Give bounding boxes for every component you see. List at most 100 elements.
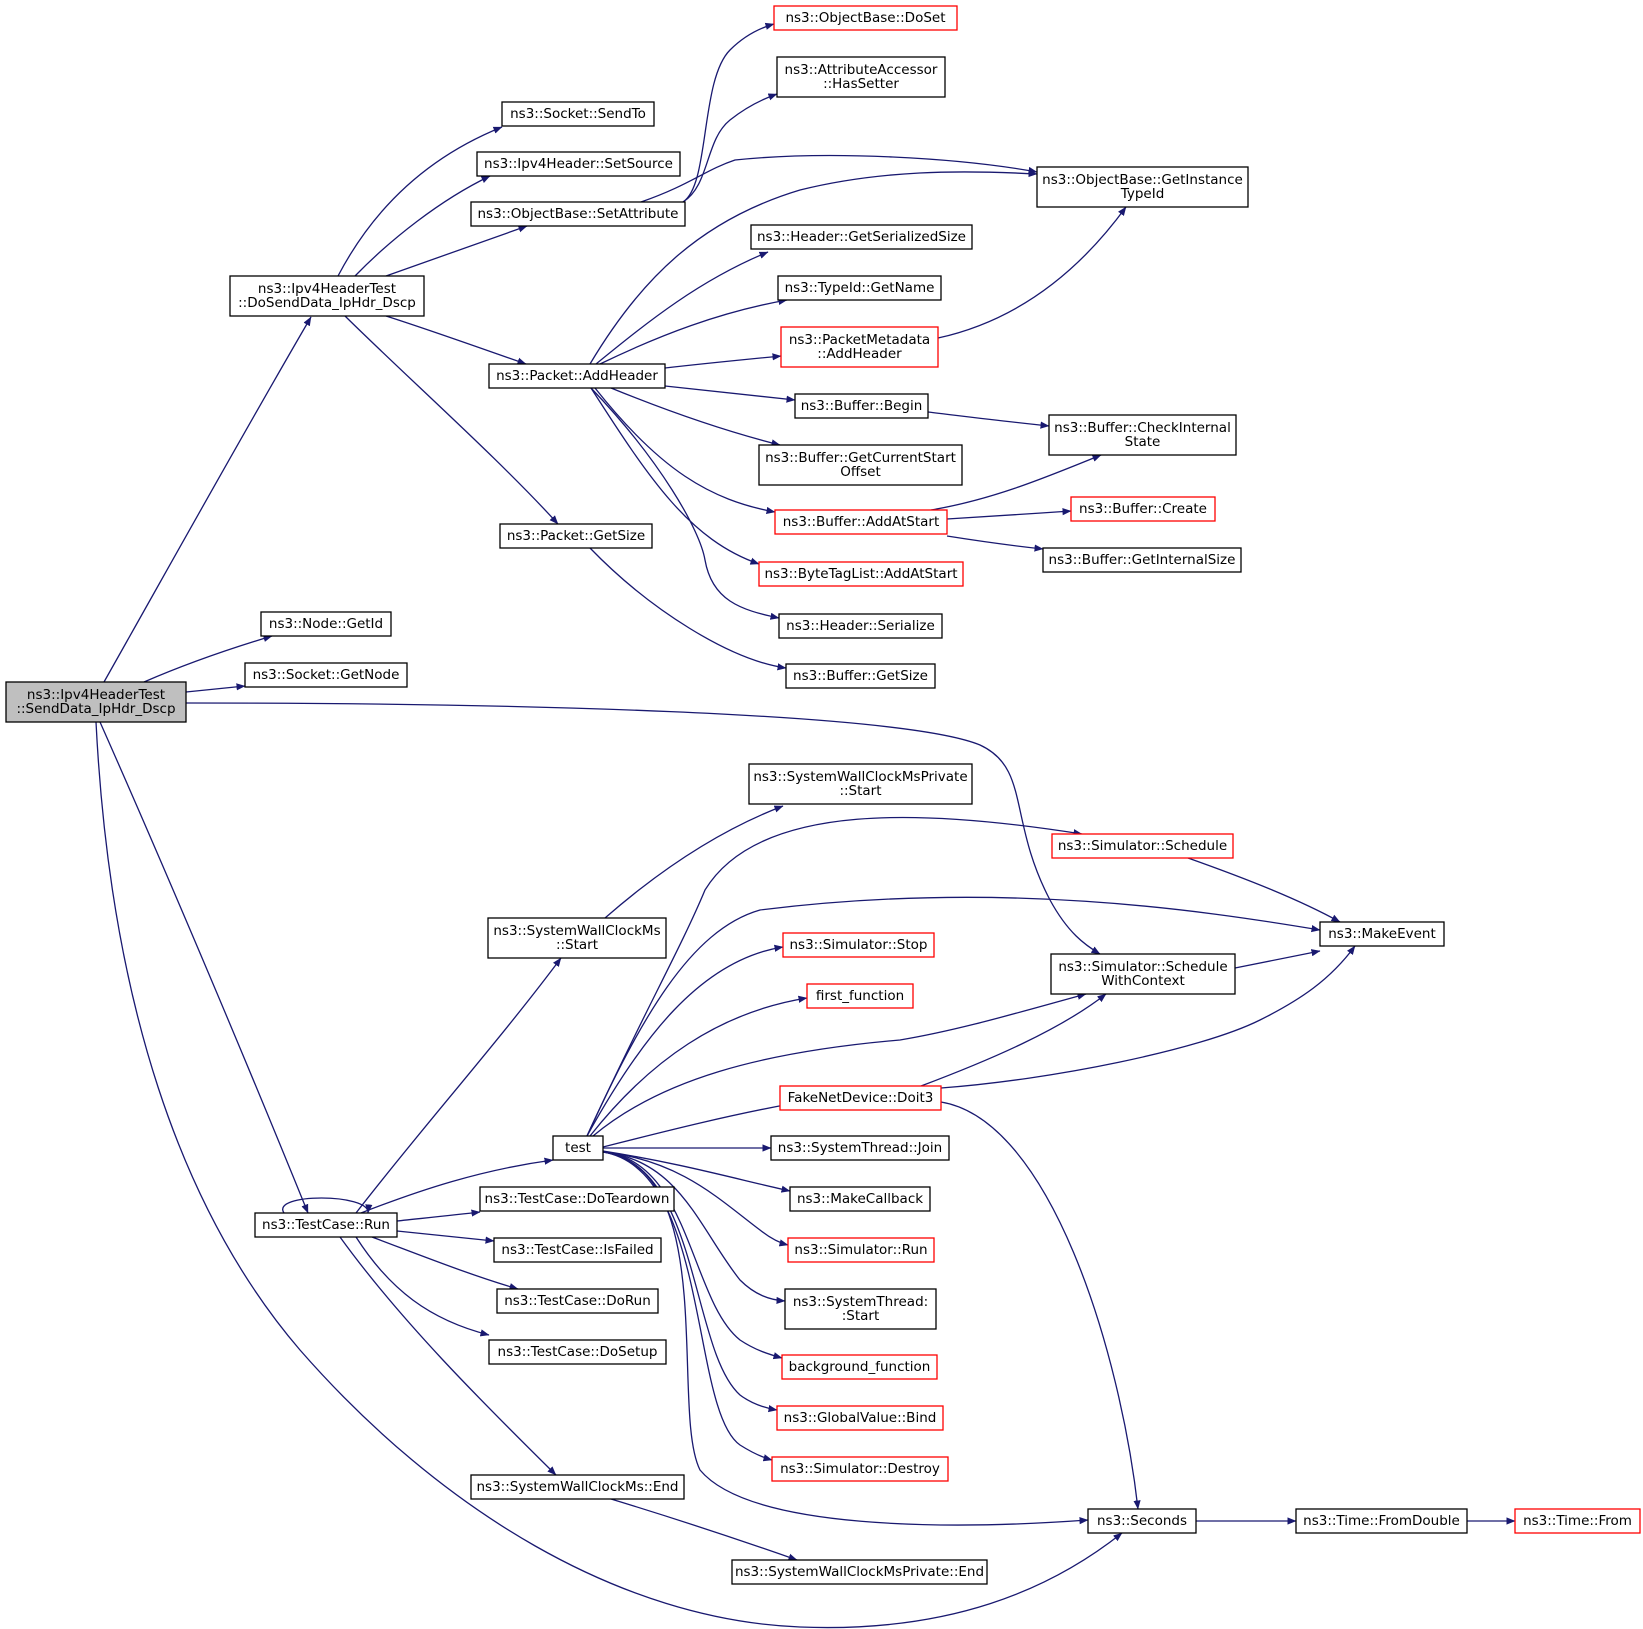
node-setAttr[interactable]: ns3::ObjectBase::SetAttribute bbox=[470, 201, 686, 227]
node-doSet[interactable]: ns3::ObjectBase::DoSet bbox=[773, 5, 958, 31]
node-gvBind[interactable]: ns3::GlobalValue::Bind bbox=[776, 1405, 944, 1431]
node-box[interactable] bbox=[773, 5, 958, 31]
node-nodeGetId[interactable]: ns3::Node::GetId bbox=[260, 611, 392, 637]
node-seconds[interactable]: ns3::Seconds bbox=[1087, 1508, 1197, 1534]
node-box[interactable] bbox=[1319, 921, 1445, 947]
node-box[interactable] bbox=[776, 1405, 944, 1431]
node-box[interactable] bbox=[758, 561, 964, 587]
node-swcmStart[interactable]: ns3::SystemWallClockMs::Start bbox=[487, 917, 667, 959]
node-sendTo[interactable]: ns3::Socket::SendTo bbox=[501, 101, 655, 127]
node-getInternalSize[interactable]: ns3::Buffer::GetInternalSize bbox=[1042, 547, 1242, 573]
node-doRun[interactable]: ns3::TestCase::DoRun bbox=[496, 1288, 659, 1314]
node-box[interactable] bbox=[1514, 1508, 1641, 1534]
node-getSerSize[interactable]: ns3::Header::GetSerializedSize bbox=[750, 224, 973, 250]
node-box[interactable] bbox=[777, 275, 942, 301]
node-bgFn[interactable]: background_function bbox=[781, 1354, 938, 1380]
node-swcmEnd[interactable]: ns3::SystemWallClockMs::End bbox=[470, 1474, 685, 1500]
node-box[interactable] bbox=[789, 1186, 931, 1212]
node-simStop[interactable]: ns3::Simulator::Stop bbox=[782, 932, 935, 958]
node-box[interactable] bbox=[470, 201, 686, 227]
node-box[interactable] bbox=[1048, 414, 1237, 456]
node-hdrSerialize[interactable]: ns3::Header::Serialize bbox=[778, 613, 943, 639]
node-stStart[interactable]: ns3::SystemThread::Start bbox=[784, 1288, 937, 1330]
node-box[interactable] bbox=[493, 1237, 662, 1263]
node-box[interactable] bbox=[779, 1085, 942, 1111]
node-fromDouble[interactable]: ns3::Time::FromDouble bbox=[1295, 1508, 1468, 1534]
node-box[interactable] bbox=[488, 1339, 667, 1365]
node-box[interactable] bbox=[785, 663, 936, 689]
node-doSend[interactable]: ns3::Ipv4HeaderTest::DoSendData_IpHdr_Ds… bbox=[229, 275, 425, 317]
node-box[interactable] bbox=[1051, 833, 1234, 859]
node-sockGetNode[interactable]: ns3::Socket::GetNode bbox=[244, 662, 408, 688]
node-box[interactable] bbox=[1070, 496, 1216, 522]
node-simRun[interactable]: ns3::Simulator::Run bbox=[787, 1237, 935, 1263]
node-test[interactable]: test bbox=[552, 1135, 604, 1161]
node-box[interactable] bbox=[488, 363, 666, 389]
node-stJoin[interactable]: ns3::SystemThread::Join bbox=[770, 1135, 950, 1161]
node-box[interactable] bbox=[806, 983, 914, 1009]
node-box[interactable] bbox=[750, 224, 973, 250]
node-swcpEnd[interactable]: ns3::SystemWallClockMsPrivate::End bbox=[731, 1559, 988, 1585]
node-doSetup[interactable]: ns3::TestCase::DoSetup bbox=[488, 1339, 667, 1365]
node-makeEvent[interactable]: ns3::MakeEvent bbox=[1319, 921, 1445, 947]
node-box[interactable] bbox=[782, 932, 935, 958]
node-firstFn[interactable]: first_function bbox=[806, 983, 914, 1009]
node-tcRun[interactable]: ns3::TestCase::Run bbox=[254, 1212, 398, 1238]
node-box[interactable] bbox=[479, 1186, 675, 1212]
node-pmAddHeader[interactable]: ns3::PacketMetadata::AddHeader bbox=[780, 326, 939, 368]
node-box[interactable] bbox=[781, 1354, 938, 1380]
node-addAtStart[interactable]: ns3::Buffer::AddAtStart bbox=[774, 509, 948, 535]
node-swcpStart[interactable]: ns3::SystemWallClockMsPrivate::Start bbox=[748, 763, 973, 805]
node-simSchedule[interactable]: ns3::Simulator::Schedule bbox=[1051, 833, 1234, 859]
node-box[interactable] bbox=[780, 326, 939, 368]
node-timeFrom[interactable]: ns3::Time::From bbox=[1514, 1508, 1641, 1534]
node-box[interactable] bbox=[770, 1135, 950, 1161]
node-box[interactable] bbox=[5, 681, 187, 723]
node-root[interactable]: ns3::Ipv4HeaderTest::SendData_IpHdr_Dscp bbox=[5, 681, 187, 723]
node-box[interactable] bbox=[1042, 547, 1242, 573]
node-box[interactable] bbox=[496, 1288, 659, 1314]
node-box[interactable] bbox=[244, 662, 408, 688]
node-box[interactable] bbox=[260, 611, 392, 637]
node-box[interactable] bbox=[758, 444, 963, 486]
node-box[interactable] bbox=[794, 393, 929, 419]
node-getName[interactable]: ns3::TypeId::GetName bbox=[777, 275, 942, 301]
node-box[interactable] bbox=[476, 151, 681, 177]
node-box[interactable] bbox=[731, 1559, 988, 1585]
node-box[interactable] bbox=[1295, 1508, 1468, 1534]
node-doTeardown[interactable]: ns3::TestCase::DoTeardown bbox=[479, 1186, 675, 1212]
node-bufBegin[interactable]: ns3::Buffer::Begin bbox=[794, 393, 929, 419]
node-box[interactable] bbox=[1050, 953, 1236, 995]
node-box[interactable] bbox=[774, 509, 948, 535]
node-doit3[interactable]: FakeNetDevice::Doit3 bbox=[779, 1085, 942, 1111]
node-isFailed[interactable]: ns3::TestCase::IsFailed bbox=[493, 1237, 662, 1263]
node-box[interactable] bbox=[778, 613, 943, 639]
node-hasSetter[interactable]: ns3::AttributeAccessor::HasSetter bbox=[776, 56, 946, 98]
node-box[interactable] bbox=[487, 917, 667, 959]
node-box[interactable] bbox=[470, 1474, 685, 1500]
node-box[interactable] bbox=[501, 101, 655, 127]
node-box[interactable] bbox=[771, 1456, 949, 1482]
node-box[interactable] bbox=[499, 523, 653, 549]
node-pktGetSize[interactable]: ns3::Packet::GetSize bbox=[499, 523, 653, 549]
node-box[interactable] bbox=[776, 56, 946, 98]
node-box[interactable] bbox=[1036, 166, 1249, 208]
node-box[interactable] bbox=[748, 763, 973, 805]
node-box[interactable] bbox=[787, 1237, 935, 1263]
node-box[interactable] bbox=[229, 275, 425, 317]
node-box[interactable] bbox=[552, 1135, 604, 1161]
node-btlAddAtStart[interactable]: ns3::ByteTagList::AddAtStart bbox=[758, 561, 964, 587]
node-setSource[interactable]: ns3::Ipv4Header::SetSource bbox=[476, 151, 681, 177]
node-box[interactable] bbox=[1087, 1508, 1197, 1534]
node-simDestroy[interactable]: ns3::Simulator::Destroy bbox=[771, 1456, 949, 1482]
node-bufGetSize[interactable]: ns3::Buffer::GetSize bbox=[785, 663, 936, 689]
node-makeCallback[interactable]: ns3::MakeCallback bbox=[789, 1186, 931, 1212]
node-addHeader[interactable]: ns3::Packet::AddHeader bbox=[488, 363, 666, 389]
node-box[interactable] bbox=[784, 1288, 937, 1330]
node-bufCreate[interactable]: ns3::Buffer::Create bbox=[1070, 496, 1216, 522]
node-box[interactable] bbox=[254, 1212, 398, 1238]
